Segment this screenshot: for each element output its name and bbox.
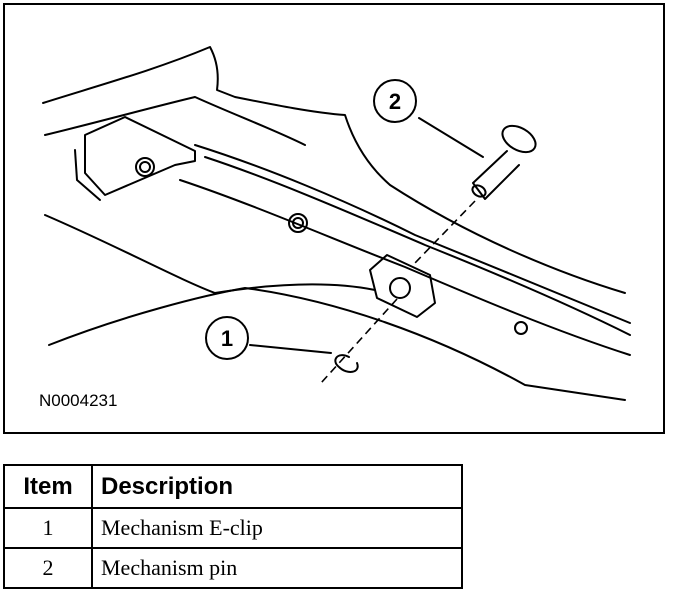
lower-trim-outline	[44, 214, 376, 294]
legend-table: Item Description 1 Mechanism E-clip 2 Me…	[3, 464, 463, 589]
callout-2-label: 2	[389, 89, 401, 114]
upper-trim-inner-edge	[44, 96, 306, 146]
legend-item-number: 2	[3, 547, 93, 589]
callout-1-leader	[249, 344, 332, 354]
mechanism-pin	[471, 124, 537, 200]
main-rail-bottom	[179, 179, 631, 356]
table-row: 2 Mechanism pin	[3, 547, 463, 589]
mechanism-diagram: 2 1	[42, 46, 631, 401]
legend-header-description: Description	[91, 464, 463, 509]
legend-header-item: Item	[3, 464, 93, 509]
left-bracket	[84, 116, 196, 196]
left-bracket-edge	[74, 149, 101, 201]
legend-item-description: Mechanism pin	[91, 547, 463, 589]
pin-assembly-line	[412, 200, 476, 266]
callout-1: 1	[205, 316, 249, 360]
pivot-bracket	[369, 254, 436, 318]
left-bolt-head	[135, 157, 155, 177]
mechanism-e-clip	[334, 354, 359, 373]
clip-assembly-line	[320, 298, 398, 384]
legend-header-row: Item Description	[3, 464, 463, 509]
callout-1-label: 1	[221, 326, 233, 351]
legend-item-description: Mechanism E-clip	[91, 507, 463, 549]
upper-trim-outline	[42, 46, 626, 294]
main-rail-ridge	[204, 156, 631, 336]
figure-id: N0004231	[39, 391, 118, 410]
rail-rivet	[514, 321, 528, 335]
callout-2: 2	[373, 79, 417, 123]
rail-bolt-head	[288, 213, 308, 233]
pivot-hole	[389, 277, 411, 299]
main-rail-top	[194, 144, 631, 324]
left-bolt-core	[139, 161, 151, 173]
legend-item-number: 1	[3, 507, 93, 549]
illustration-frame: 2 1 N0004231	[3, 3, 665, 434]
callout-2-leader	[418, 117, 484, 158]
lower-trim-edge	[48, 287, 626, 401]
rail-bolt-core	[292, 217, 304, 229]
table-row: 1 Mechanism E-clip	[3, 507, 463, 549]
